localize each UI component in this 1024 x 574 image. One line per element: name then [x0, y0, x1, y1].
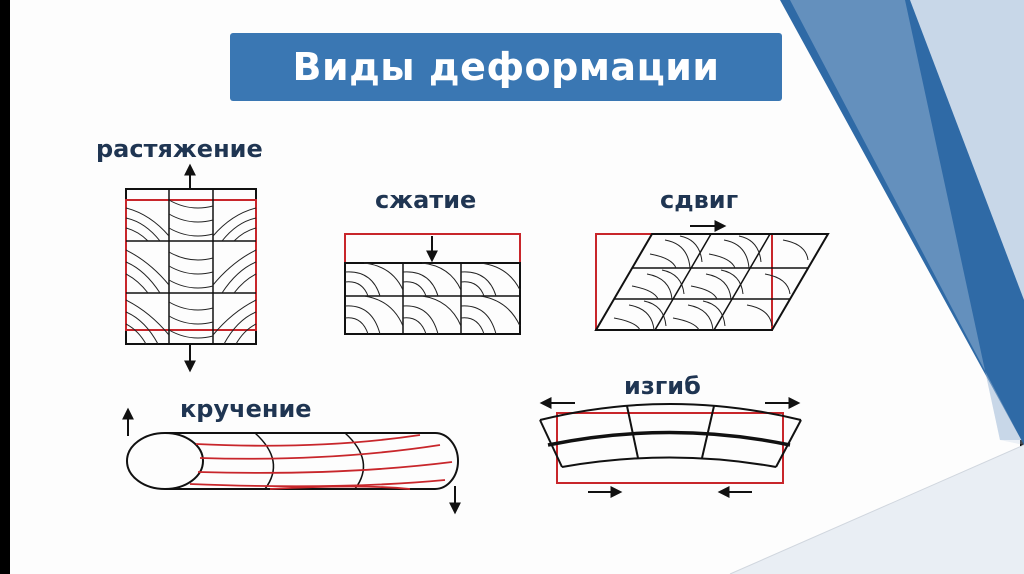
label-compression: сжатие	[375, 186, 477, 214]
stretching-diagram	[125, 163, 257, 373]
page-title: Виды деформации	[292, 45, 720, 89]
shear-diagram	[594, 220, 830, 331]
label-shear: сдвиг	[660, 186, 739, 214]
label-bending: изгиб	[624, 372, 701, 400]
compression-diagram	[344, 233, 521, 335]
blue-band	[780, 0, 1024, 445]
torsion-diagram	[122, 407, 461, 515]
title-banner: Виды деформации	[230, 33, 782, 101]
bending-diagram	[539, 397, 802, 498]
band-highlight	[790, 0, 1024, 445]
label-stretching: растяжение	[96, 135, 263, 163]
label-torsion: кручение	[180, 395, 312, 423]
